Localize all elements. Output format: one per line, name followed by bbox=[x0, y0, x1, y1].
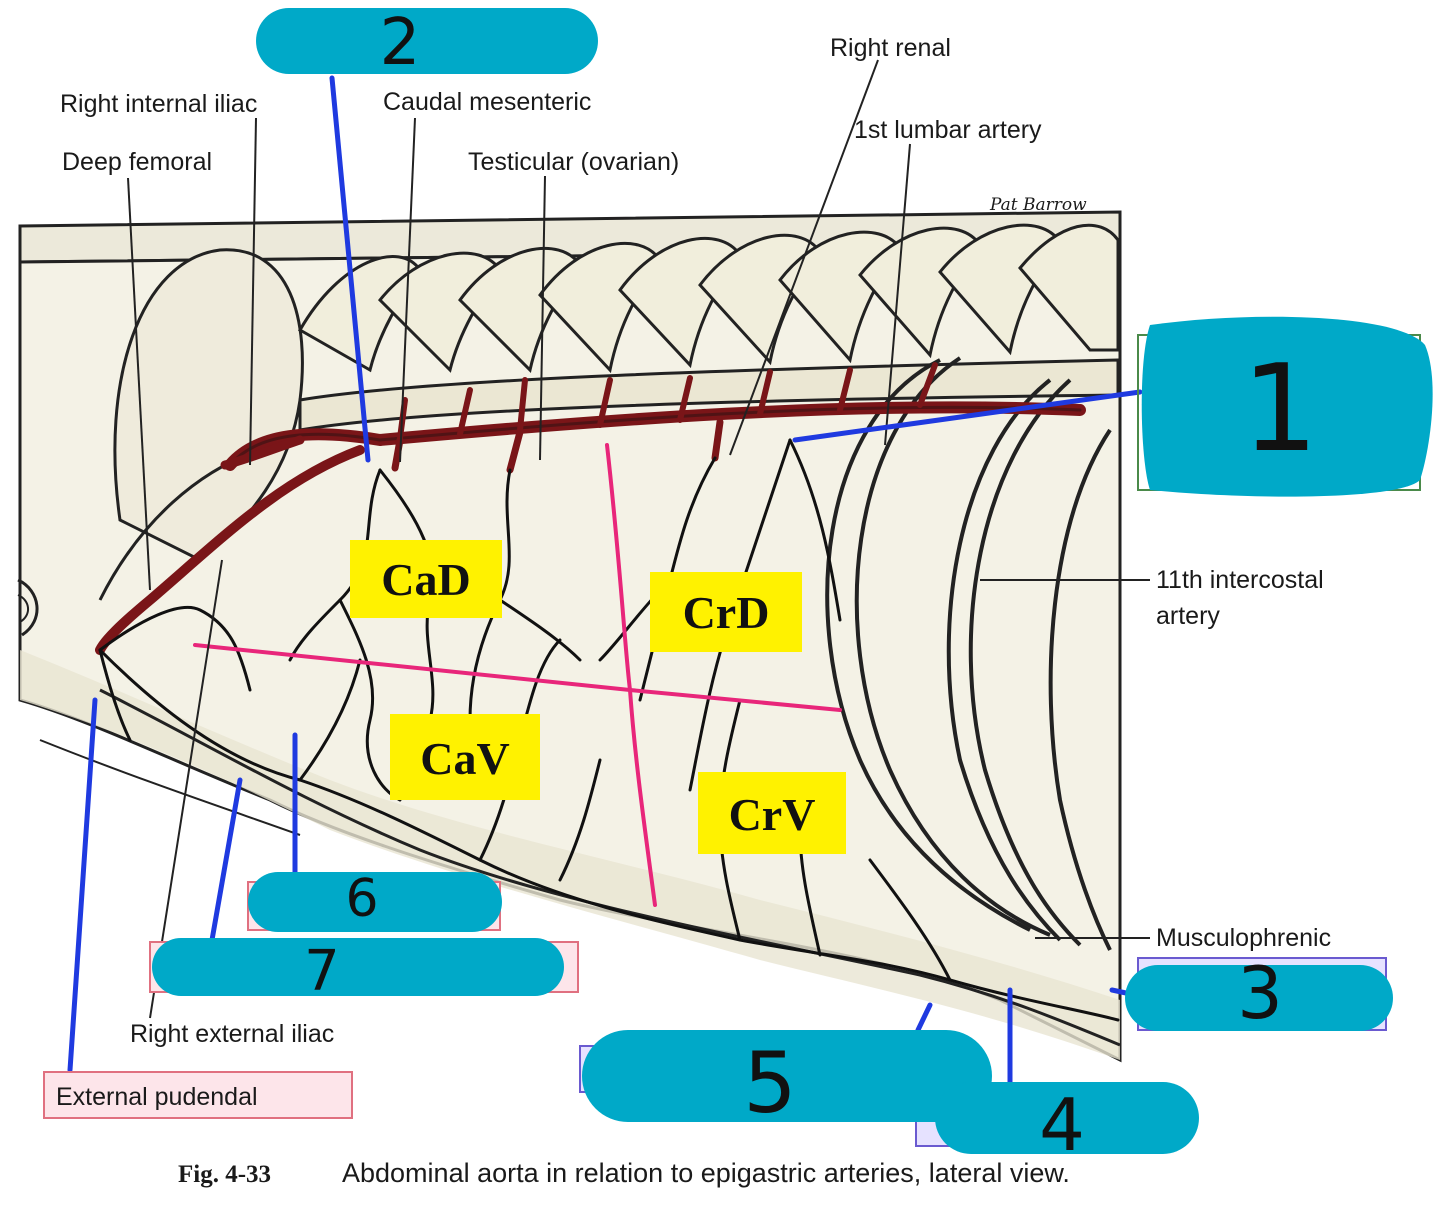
zone-crd-label: CrD bbox=[683, 587, 770, 638]
zone-cav-label: CaV bbox=[420, 733, 509, 784]
caudal-mesenteric-label: Caudal mesenteric bbox=[383, 88, 591, 116]
answer-4-number: 4 bbox=[1039, 1083, 1085, 1167]
zone-cav: CaV bbox=[390, 714, 540, 800]
answer-1-number: 1 bbox=[1242, 340, 1318, 479]
right-external-iliac-label: Right external iliac bbox=[130, 1020, 334, 1048]
deep-femoral-label: Deep femoral bbox=[62, 148, 212, 176]
answer-2[interactable]: 2 bbox=[256, 6, 598, 80]
answer-5[interactable]: 5 bbox=[582, 1030, 992, 1132]
quadrant-dividers bbox=[193, 443, 842, 907]
answer-5-number: 5 bbox=[743, 1034, 796, 1132]
zone-crv-label: CrV bbox=[729, 789, 816, 840]
figure-caption: Fig. 4-33 Abdominal aorta in relation to… bbox=[178, 1158, 1070, 1188]
testicular-label: Testicular (ovarian) bbox=[468, 148, 679, 176]
vertebrae bbox=[297, 223, 1120, 432]
intercostal-label-line1: 11th intercostal bbox=[1156, 566, 1324, 594]
musculophrenic-label: Musculophrenic bbox=[1156, 924, 1331, 952]
ribs bbox=[825, 356, 1112, 951]
caption-text: Abdominal aorta in relation to epigastri… bbox=[342, 1158, 1070, 1188]
zone-cad: CaD bbox=[350, 540, 502, 618]
zone-crv: CrV bbox=[698, 772, 846, 854]
answer-1[interactable]: 1 bbox=[1141, 316, 1433, 497]
artist-signature: Pat Barrow bbox=[989, 195, 1087, 215]
answer-2-number: 2 bbox=[380, 6, 421, 80]
right-renal-label: Right renal bbox=[830, 34, 951, 62]
caption-number: Fig. 4-33 bbox=[178, 1161, 271, 1188]
external-pudendal-label: External pudendal bbox=[56, 1083, 258, 1111]
zone-crd: CrD bbox=[650, 572, 802, 652]
answer-3-number: 3 bbox=[1237, 951, 1283, 1035]
answer-7[interactable]: 7 bbox=[152, 938, 564, 1004]
intercostal-label-line2: artery bbox=[1156, 602, 1220, 630]
first-lumbar-label: 1st lumbar artery bbox=[854, 116, 1042, 144]
anatomy-labels: Right internal iliac Deep femoral Caudal… bbox=[60, 34, 1331, 1048]
zone-cad-label: CaD bbox=[381, 554, 470, 605]
abdominal-wall bbox=[17, 210, 1122, 1063]
right-internal-iliac-label: Right internal iliac bbox=[60, 90, 257, 118]
answer-6-number: 6 bbox=[345, 869, 378, 929]
answer-6[interactable]: 6 bbox=[248, 869, 502, 932]
answer-7-number: 7 bbox=[304, 939, 340, 1004]
answer-4[interactable]: 4 bbox=[935, 1082, 1199, 1167]
answer-3[interactable]: 3 bbox=[1125, 951, 1393, 1035]
answer-pointers bbox=[67, 75, 1143, 1085]
arteries bbox=[95, 362, 1120, 1022]
external-pudendal-box: External pudendal bbox=[43, 1071, 353, 1119]
